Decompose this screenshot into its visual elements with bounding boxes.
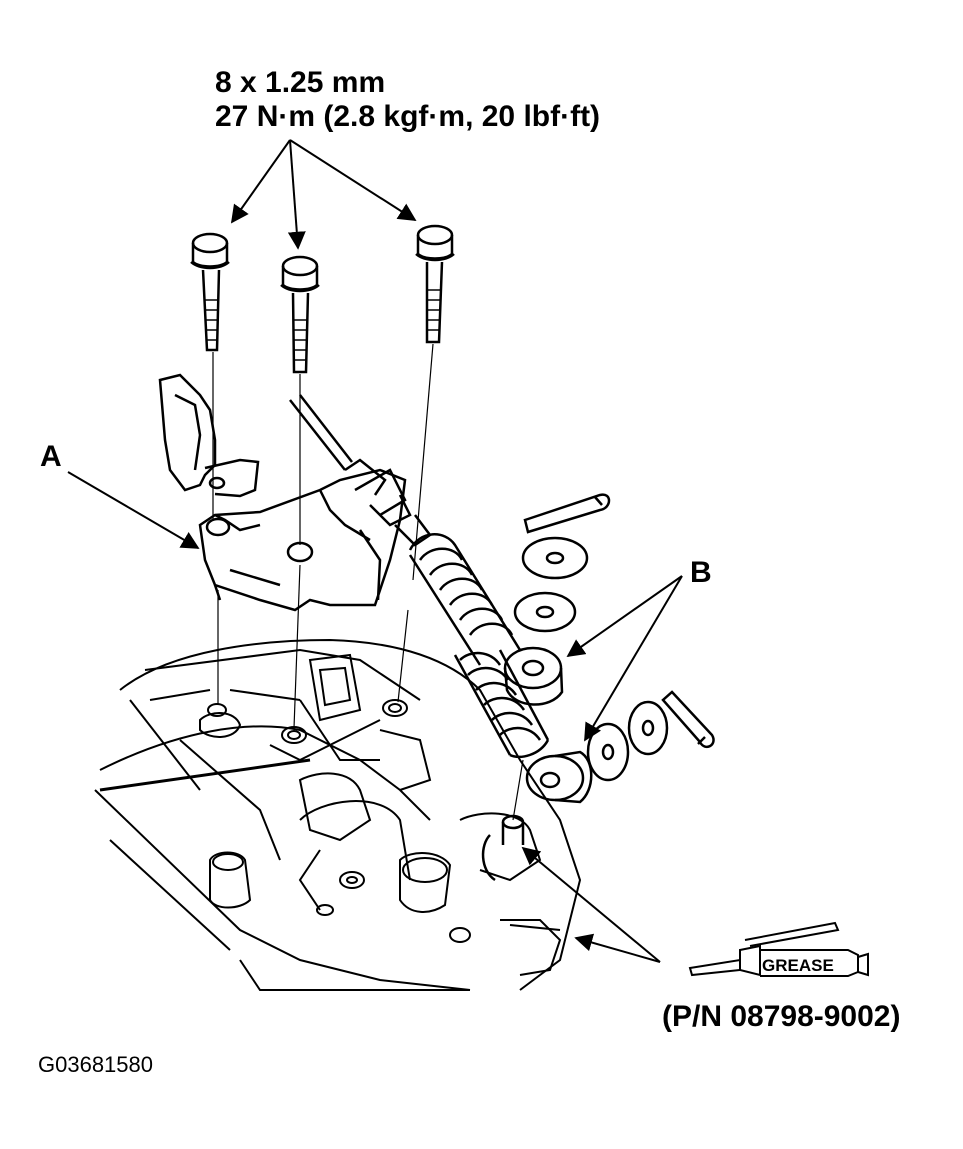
figure-id: G03681580 xyxy=(38,1052,153,1077)
grease-part-number: (P/N 08798-9002) xyxy=(662,1000,901,1033)
shift-lever-pin xyxy=(481,814,525,882)
washer-1 xyxy=(521,536,589,580)
callout-label-a: A xyxy=(40,440,62,473)
bolt-2 xyxy=(280,255,320,374)
callout-arrows xyxy=(67,139,683,963)
washer-4 xyxy=(627,700,669,756)
bushing-upper xyxy=(503,646,564,706)
cotter-pin-1 xyxy=(523,493,611,534)
grease-tube-icon xyxy=(688,921,869,977)
bolt-3 xyxy=(415,224,455,344)
bolt-size-spec: 8 x 1.25 mm xyxy=(215,66,386,99)
grease-tube-label: GREASE xyxy=(762,956,834,975)
shift-cable xyxy=(289,394,550,759)
cable-clip xyxy=(158,373,260,498)
callout-label-b: B xyxy=(690,556,712,589)
washer-2 xyxy=(513,591,577,633)
washer-3 xyxy=(586,722,630,782)
shift-cable-bracket xyxy=(198,468,407,612)
bolt-1 xyxy=(190,232,230,352)
bushing-lower xyxy=(525,750,593,804)
torque-spec: 27 N·m (2.8 kgf·m, 20 lbf·ft) xyxy=(215,100,601,133)
transmission-case xyxy=(94,638,582,991)
cotter-pin-2 xyxy=(661,690,715,749)
